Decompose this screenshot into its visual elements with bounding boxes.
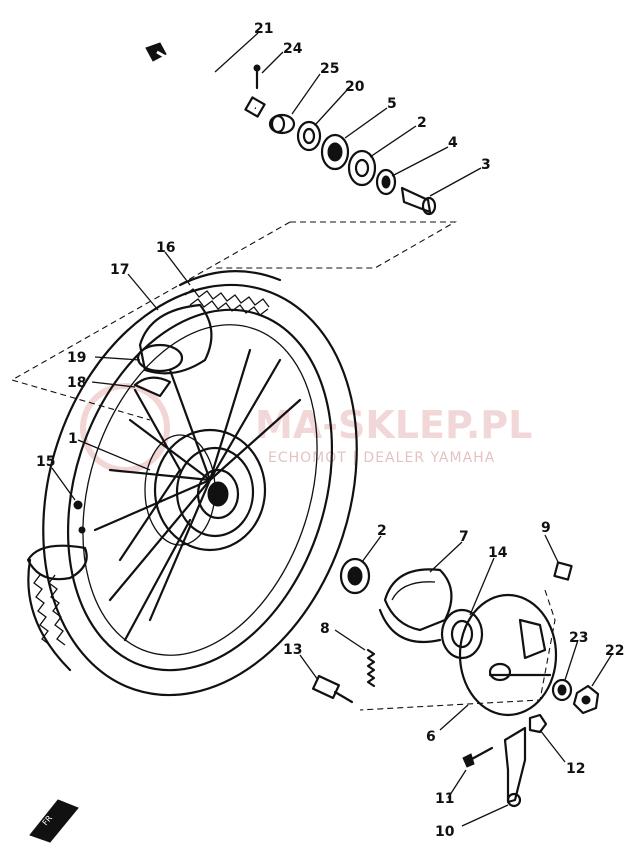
callout-3: 3 <box>481 157 491 173</box>
brake-cam <box>311 674 354 704</box>
leader-lines <box>51 32 613 827</box>
callout-2-upper: 2 <box>417 115 427 131</box>
front-direction-icon: FR <box>29 799 79 843</box>
spacer <box>400 186 437 216</box>
brake-plate <box>458 593 558 717</box>
callout-19: 19 <box>67 350 86 366</box>
callout-labels: 21 24 25 20 5 2 4 3 16 17 19 18 1 15 2 7… <box>36 21 624 840</box>
callout-2-lower: 2 <box>377 523 387 539</box>
collar <box>268 113 296 135</box>
cotter-pin <box>253 64 261 90</box>
callout-25: 25 <box>320 61 339 77</box>
callout-6: 6 <box>426 729 436 745</box>
watermark-title: MA-SKLEP.PL <box>255 403 532 447</box>
callout-10: 10 <box>435 824 455 840</box>
tire-group-boundary <box>10 221 291 421</box>
brake-shoe <box>378 568 453 644</box>
callout-21: 21 <box>254 21 273 37</box>
inner-tube <box>136 303 213 375</box>
callout-11: 11 <box>435 791 454 807</box>
rim-band <box>133 376 172 398</box>
callout-8: 8 <box>320 621 330 637</box>
front-axle <box>145 42 266 118</box>
brake-group-boundary <box>359 589 556 711</box>
callout-5: 5 <box>387 96 397 112</box>
callout-22: 22 <box>605 643 624 659</box>
lever-nut <box>528 713 548 734</box>
retaining-ring <box>375 168 397 196</box>
callout-7: 7 <box>459 529 469 545</box>
watermark-subtitle: ECHOMOT | DEALER YAMAHA <box>268 450 495 466</box>
callout-13: 13 <box>283 642 302 658</box>
spoke-nipple <box>73 500 86 534</box>
bearing-hub <box>347 149 377 187</box>
callout-18: 18 <box>67 375 86 391</box>
bearing-upper <box>320 133 350 171</box>
axle-nut <box>572 684 600 715</box>
front-wheel <box>26 270 358 697</box>
oil-seal <box>296 120 322 152</box>
callout-16: 16 <box>156 240 175 256</box>
callout-17: 17 <box>110 262 129 278</box>
axle-group-boundary <box>215 221 458 269</box>
callout-24: 24 <box>283 41 303 57</box>
callout-14: 14 <box>488 545 508 561</box>
bearing-lower <box>339 557 371 595</box>
callout-9: 9 <box>541 520 551 536</box>
lever-bolt <box>462 746 494 768</box>
watermark: MA-SKLEP.PL ECHOMOT | DEALER YAMAHA <box>80 383 532 473</box>
callout-20: 20 <box>345 79 365 95</box>
callout-12: 12 <box>566 761 585 777</box>
return-spring <box>366 648 376 688</box>
callout-15: 15 <box>36 454 55 470</box>
wear-indicator <box>553 561 573 581</box>
brake-seal <box>440 608 484 660</box>
washer <box>551 678 573 702</box>
callout-23: 23 <box>569 630 588 646</box>
wheel-hub <box>144 428 267 552</box>
camshaft-lever <box>503 726 527 808</box>
callout-4: 4 <box>448 135 458 151</box>
callout-1: 1 <box>68 431 78 447</box>
